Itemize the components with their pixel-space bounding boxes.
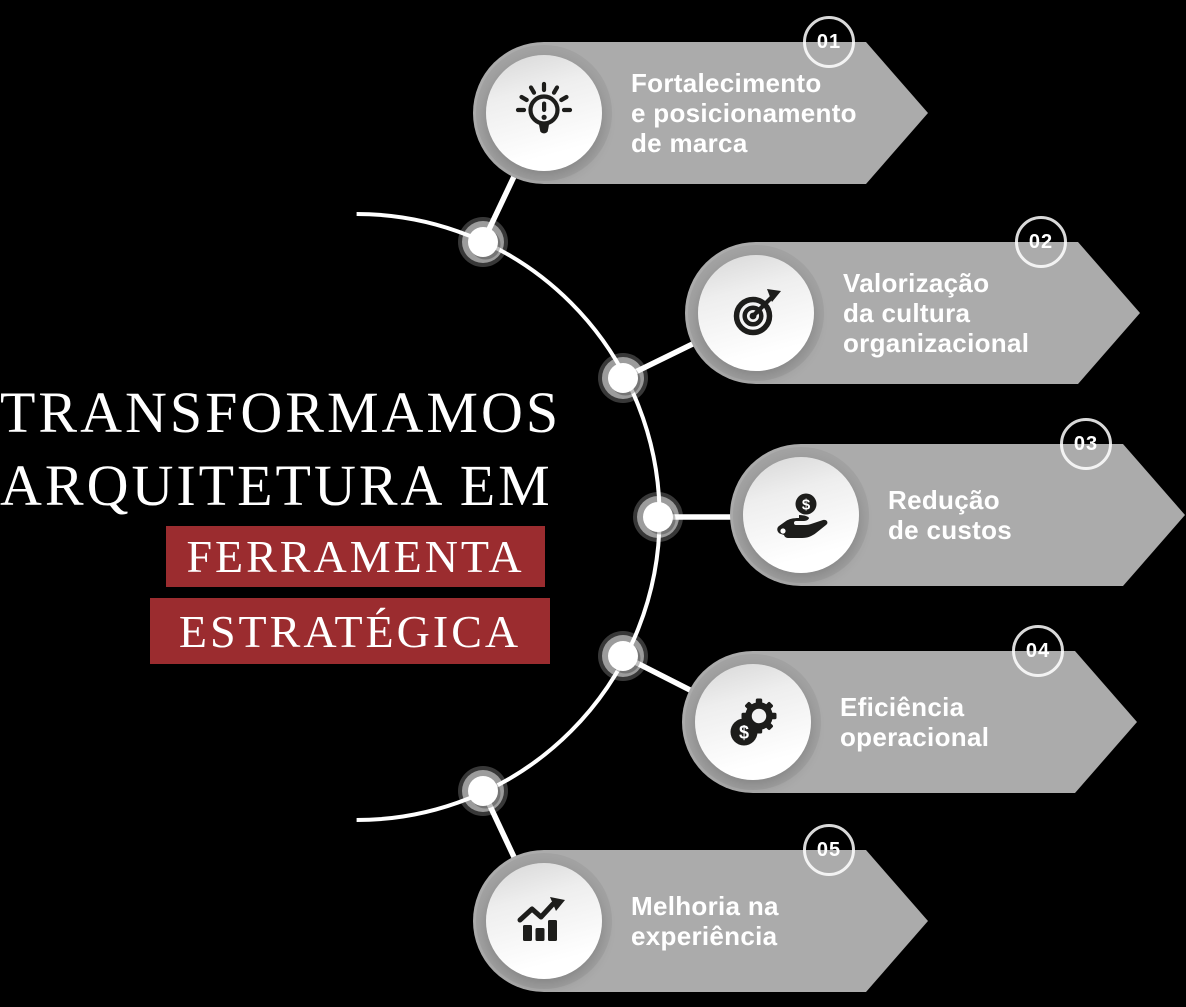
svg-text:$: $ — [802, 497, 811, 514]
banner-05: Melhoria na experiência 05 — [473, 824, 928, 992]
banner-04: $ Eficiência operacional 04 — [682, 625, 1137, 793]
gear-dollar-icon: $ — [730, 698, 777, 746]
icon-disc — [486, 863, 602, 979]
arc-node — [458, 217, 508, 267]
hand-coin-icon: $ — [777, 493, 828, 538]
banner-text-line: Melhoria na — [631, 891, 779, 921]
arc-node — [598, 353, 648, 403]
banner-text: Melhoria na experiência — [631, 850, 779, 992]
banner-text-line: organizacional — [843, 328, 1030, 358]
arc-nodes — [458, 217, 683, 816]
step-number-badge: 05 — [803, 824, 855, 876]
arc-node — [598, 631, 648, 681]
banner-text: Eficiência operacional — [840, 651, 989, 793]
banner-03: $ Redução de custos 03 — [730, 418, 1185, 586]
svg-text:$: $ — [739, 723, 749, 743]
banner-text-line: Eficiência — [840, 692, 965, 722]
banner-text: Valorização da cultura organizacional — [843, 242, 1029, 384]
icon-disc: $ — [695, 664, 811, 780]
title-highlight-2: ESTRATÉGICA — [150, 598, 550, 664]
banner-text-line: de marca — [631, 128, 748, 158]
banner-text-line: Fortalecimento — [631, 68, 822, 98]
arc-node — [458, 766, 508, 816]
lightbulb-exclamation-icon — [515, 81, 573, 134]
growth-chart-icon — [517, 897, 565, 941]
icon-disc — [698, 255, 814, 371]
step-number-badge: 03 — [1060, 418, 1112, 470]
banner-text-line: experiência — [631, 921, 778, 951]
title-line-2: ARQUITETURA EM — [0, 453, 553, 518]
banner-text-line: da cultura — [843, 298, 971, 328]
banner-02: Valorização da cultura organizacional 02 — [685, 216, 1140, 384]
icon-disc: $ — [743, 457, 859, 573]
title-highlight-1: FERRAMENTA — [166, 526, 545, 587]
banner-text-line: de custos — [888, 515, 1013, 545]
banner-text: Fortalecimento e posicionamento de marca — [631, 42, 857, 184]
banner-01: Fortalecimento e posicionamento de marca… — [473, 16, 928, 184]
step-number-badge: 02 — [1015, 216, 1067, 268]
banner-text: Redução de custos — [888, 444, 1012, 586]
step-number-badge: 04 — [1012, 625, 1064, 677]
icon-disc — [486, 55, 602, 171]
arc-node — [633, 492, 683, 542]
target-arrow-icon — [733, 289, 781, 336]
banner-text-line: e posicionamento — [631, 98, 857, 128]
step-number-badge: 01 — [803, 16, 855, 68]
banner-text-line: Valorização — [843, 268, 990, 298]
banner-text-line: operacional — [840, 722, 990, 752]
title-highlight-2-text: ESTRATÉGICA — [178, 605, 522, 657]
title-highlight-1-text: FERRAMENTA — [186, 531, 525, 582]
title-line-1: TRANSFORMAMOS — [0, 380, 562, 445]
banner-text-line: Redução — [888, 485, 1000, 515]
